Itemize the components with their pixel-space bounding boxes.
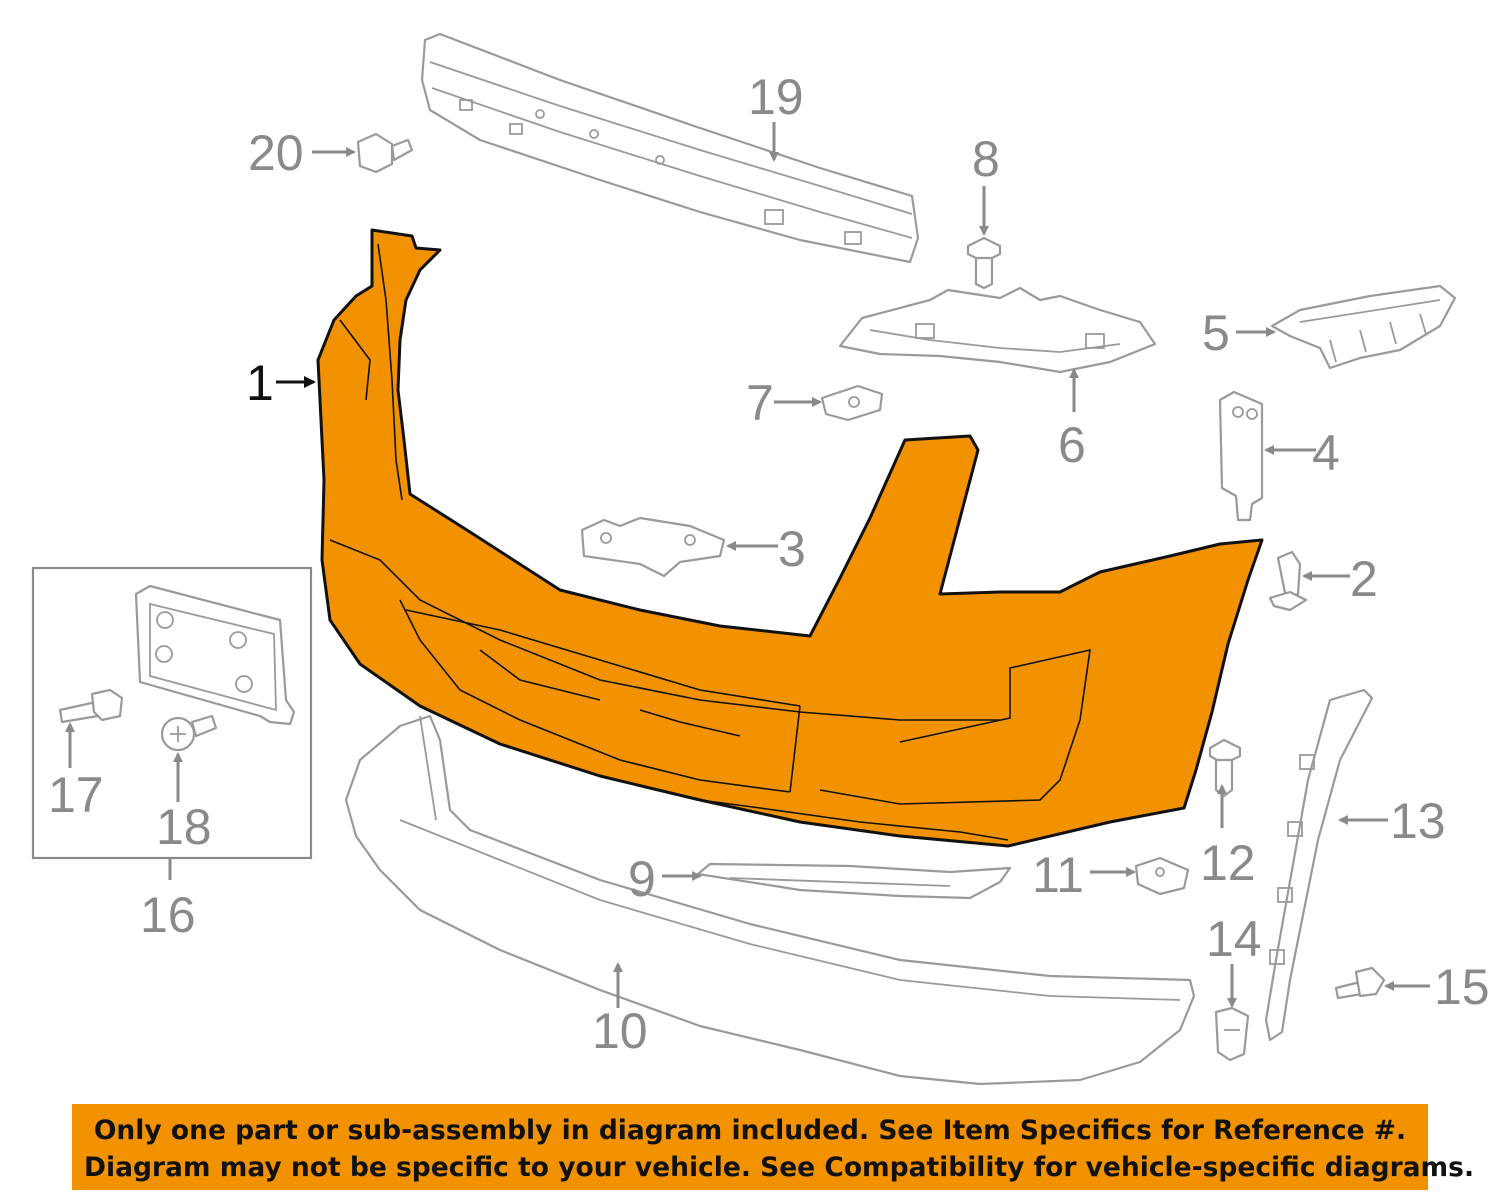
impact-bar-part-19 [420, 32, 920, 264]
callout-11: 11 [1032, 847, 1084, 903]
bracket-part-5 [1270, 284, 1457, 370]
leader-lines [65, 122, 1430, 1008]
callout-15: 15 [1434, 959, 1490, 1015]
push-pin-part-15 [1334, 966, 1386, 1000]
callout-labels: 1 2 3 4 5 6 7 8 9 10 11 12 13 14 15 16 1… [48, 69, 1490, 1059]
callout-18: 18 [156, 799, 212, 855]
callout-1: 1 [246, 355, 274, 411]
callout-6: 6 [1058, 417, 1086, 473]
callout-19: 19 [748, 69, 804, 125]
bracket-part-6 [838, 286, 1157, 374]
callout-14: 14 [1206, 911, 1262, 967]
callout-3: 3 [778, 521, 806, 577]
guide-strip-part-13 [1264, 688, 1374, 1042]
callout-20: 20 [248, 125, 304, 181]
bracket-part-4 [1218, 390, 1264, 522]
disclaimer-banner: Only one part or sub-assembly in diagram… [72, 1104, 1475, 1190]
callout-8: 8 [972, 131, 1000, 187]
clip-part-14 [1214, 1006, 1250, 1062]
callout-16: 16 [140, 887, 196, 943]
nut-part-7 [820, 384, 884, 422]
bracket-part-3 [580, 516, 726, 578]
callout-7: 7 [746, 375, 774, 431]
disclaimer-line-2: Diagram may not be specific to your vehi… [84, 1152, 1475, 1183]
lower-valance-part-10 [344, 714, 1196, 1086]
push-pin-part-17 [58, 688, 124, 724]
trim-molding-part-9 [696, 862, 1012, 900]
bolt-part-12 [1208, 738, 1242, 798]
callout-17: 17 [48, 767, 104, 823]
bolt-part-20 [356, 132, 414, 174]
callout-4: 4 [1312, 425, 1340, 481]
front-bumper-cover-part-1 [316, 228, 1264, 848]
screw-part-18 [160, 714, 218, 752]
callout-12: 12 [1200, 835, 1256, 891]
callout-13: 13 [1390, 793, 1446, 849]
callout-5: 5 [1202, 305, 1230, 361]
push-pin-part-2 [1268, 550, 1308, 612]
disclaimer-line-1: Only one part or sub-assembly in diagram… [93, 1115, 1407, 1146]
bolt-part-8 [966, 236, 1002, 290]
nut-part-11 [1134, 856, 1190, 896]
callout-9: 9 [628, 851, 656, 907]
license-bracket-group-part-16 [31, 566, 313, 860]
parts-diagram: 1 2 3 4 5 6 7 8 9 10 11 12 13 14 15 16 1… [31, 32, 1490, 1086]
callout-2: 2 [1350, 551, 1378, 607]
callout-10: 10 [592, 1003, 648, 1059]
